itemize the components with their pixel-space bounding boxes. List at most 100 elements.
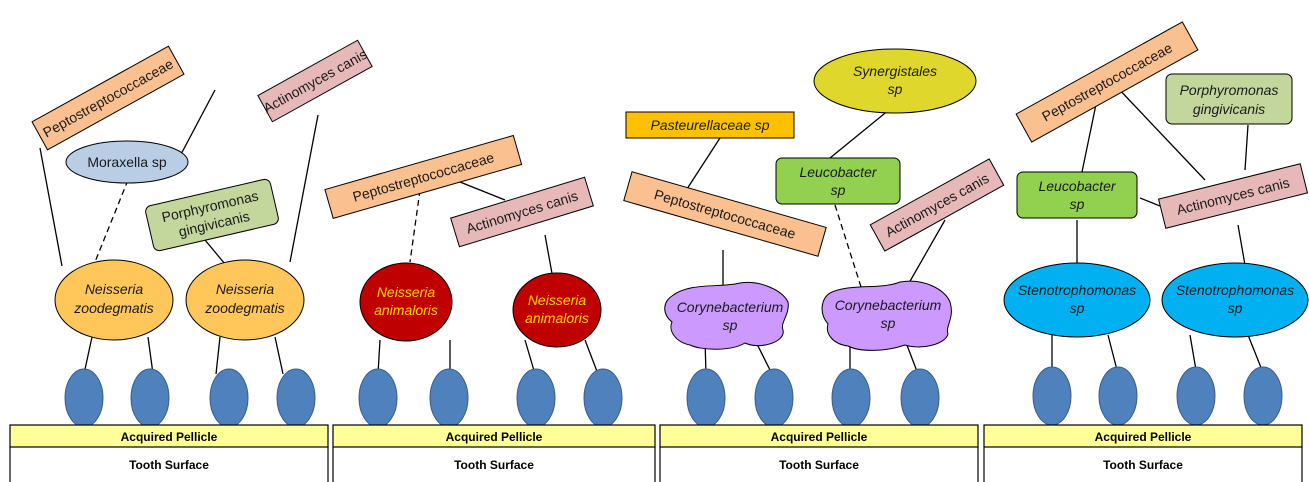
stenotrophomonas-right-line2: sp bbox=[1228, 300, 1243, 316]
porphyromonas-box: Porphyromonas gingivicanis bbox=[145, 178, 279, 252]
receptor bbox=[1032, 366, 1072, 426]
dashed-connector bbox=[409, 189, 421, 263]
connector bbox=[684, 137, 721, 193]
neisseria-animaloris-left bbox=[359, 262, 453, 342]
moraxella-label: Moraxella sp bbox=[87, 154, 167, 170]
actinomyces-box: Actinomyces canis bbox=[257, 39, 373, 123]
synergistales-line2: sp bbox=[888, 81, 903, 97]
neisseria-left-line2: zoodegmatis bbox=[73, 300, 153, 316]
connector bbox=[829, 104, 896, 159]
pasteurellaceae-label: Pasteurellaceae sp bbox=[650, 117, 769, 133]
porphyromonas-line2: gingivicanis bbox=[1193, 101, 1265, 117]
receptor bbox=[1243, 366, 1283, 426]
acquired-pellicle-bar bbox=[983, 424, 1303, 448]
connector bbox=[904, 219, 946, 291]
connector bbox=[1244, 124, 1249, 171]
dashed-connector bbox=[94, 179, 129, 263]
receptor bbox=[64, 368, 104, 428]
leucobacter-line1: Leucobacter bbox=[1038, 178, 1116, 194]
corynebacterium-left-line2: sp bbox=[723, 317, 738, 333]
neisseria-right-line1: Neisseria bbox=[216, 281, 275, 297]
neisseria-left-line1: Neisseria bbox=[377, 284, 436, 300]
synergistales-ellipse bbox=[813, 48, 977, 114]
corynebacterium-right-line1: Corynebacterium bbox=[835, 297, 942, 313]
panel-2: Peptostreptococcaceae Actinomyces canis … bbox=[324, 134, 656, 482]
porphyromonas-line1: Porphyromonas bbox=[1180, 82, 1279, 98]
actinomyces-box: Actinomyces canis bbox=[450, 176, 594, 248]
tooth-surface-label: Tooth Surface bbox=[779, 458, 859, 472]
acquired-pellicle-label: Acquired Pellicle bbox=[1095, 430, 1192, 444]
connector bbox=[454, 179, 506, 201]
receptor bbox=[686, 368, 726, 428]
tooth-surface-label: Tooth Surface bbox=[454, 458, 534, 472]
receptor bbox=[209, 368, 249, 428]
porphyromonas-box bbox=[1165, 73, 1293, 125]
stenotrophomonas-left-line1: Stenotrophomonas bbox=[1018, 282, 1136, 298]
pasteurellaceae-box bbox=[625, 111, 795, 139]
leucobacter-box bbox=[775, 157, 901, 205]
connector bbox=[39, 147, 63, 267]
peptostreptococcaceae-label: Peptostreptococcaceae bbox=[1039, 39, 1175, 124]
connector bbox=[289, 114, 319, 263]
receptor bbox=[516, 368, 556, 428]
neisseria-right-line2: animaloris bbox=[525, 310, 589, 326]
neisseria-left-line2: animaloris bbox=[374, 302, 438, 318]
receptor bbox=[358, 368, 398, 428]
neisseria-right-line1: Neisseria bbox=[528, 292, 587, 308]
connector bbox=[147, 336, 154, 375]
corynebacterium-cloud-right bbox=[821, 280, 952, 351]
neisseria-zoodegmatis-left bbox=[54, 259, 174, 341]
moraxella-ellipse bbox=[65, 140, 189, 184]
receptor bbox=[583, 368, 623, 428]
receptor bbox=[429, 368, 469, 428]
stenotrophomonas-left-line2: sp bbox=[1070, 300, 1085, 316]
neisseria-animaloris-right bbox=[512, 272, 602, 348]
connector bbox=[1114, 84, 1206, 181]
connector bbox=[1189, 334, 1197, 371]
actinomyces-label: Actinomyces canis bbox=[260, 46, 369, 116]
connector bbox=[83, 336, 93, 375]
receptor bbox=[754, 368, 794, 428]
connector bbox=[215, 336, 221, 375]
neisseria-zoodegmatis-right bbox=[185, 259, 305, 341]
receptor bbox=[1098, 366, 1138, 426]
panel-4: Peptostreptococcaceae Porphyromonas ging… bbox=[983, 21, 1309, 482]
acquired-pellicle-label: Acquired Pellicle bbox=[446, 430, 543, 444]
receptor bbox=[900, 368, 940, 428]
stenotrophomonas-ellipse-left bbox=[1003, 262, 1151, 338]
receptor bbox=[276, 368, 316, 428]
tooth-surface-box bbox=[983, 447, 1303, 482]
leucobacter-box bbox=[1016, 171, 1138, 219]
corynebacterium-right-line2: sp bbox=[881, 315, 896, 331]
actinomyces-box: Actinomyces canis bbox=[1157, 163, 1309, 229]
leucobacter-line2: sp bbox=[831, 182, 846, 198]
acquired-pellicle-label: Acquired Pellicle bbox=[771, 430, 868, 444]
dashed-connector bbox=[834, 204, 863, 291]
acquired-pellicle-bar bbox=[9, 424, 329, 448]
tooth-surface-box bbox=[659, 447, 979, 482]
stenotrophomonas-ellipse-right bbox=[1161, 262, 1309, 338]
panel-3: Pasteurellaceae sp Synergistales sp Leuc… bbox=[623, 48, 1005, 482]
panel-1: Peptostreptococcaceae Moraxella sp Actin… bbox=[9, 39, 373, 482]
acquired-pellicle-label: Acquired Pellicle bbox=[121, 430, 218, 444]
corynebacterium-left-line1: Corynebacterium bbox=[677, 299, 784, 315]
peptostreptococcaceae-box: Peptostreptococcaceae bbox=[31, 45, 185, 151]
receptor bbox=[130, 368, 170, 428]
connector bbox=[377, 339, 381, 375]
acquired-pellicle-bar bbox=[659, 424, 979, 448]
peptostreptococcaceae-label: Peptostreptococcaceae bbox=[40, 55, 176, 140]
receptor bbox=[1176, 366, 1216, 426]
neisseria-left-line1: Neisseria bbox=[85, 281, 144, 297]
corynebacterium-cloud-left bbox=[664, 281, 789, 350]
tooth-surface-label: Tooth Surface bbox=[1103, 458, 1183, 472]
connector bbox=[1247, 334, 1263, 371]
leucobacter-line2: sp bbox=[1070, 196, 1085, 212]
connector bbox=[274, 336, 284, 375]
connector bbox=[524, 339, 536, 375]
tooth-surface-label: Tooth Surface bbox=[129, 458, 209, 472]
connector bbox=[1107, 334, 1118, 371]
tooth-surface-box bbox=[9, 447, 329, 482]
leucobacter-line1: Leucobacter bbox=[799, 164, 877, 180]
acquired-pellicle-bar bbox=[332, 424, 656, 448]
